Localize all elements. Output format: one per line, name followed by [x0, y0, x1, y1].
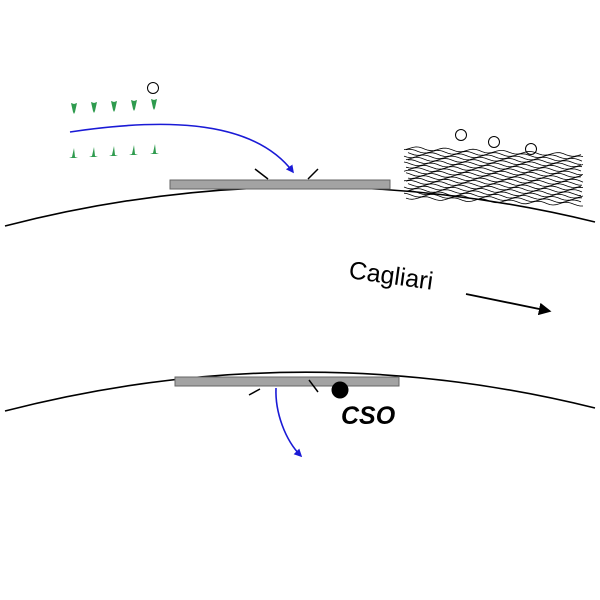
outflow-arrow [275, 387, 303, 458]
cso-marker-icon [331, 381, 349, 399]
direction-arrow [465, 293, 552, 316]
wave-line [407, 152, 583, 162]
grass-tuft-icon [151, 99, 157, 110]
bubble-icon [488, 136, 500, 148]
grass-tuft-icon [71, 103, 77, 114]
bottom-ground-curve [4, 371, 596, 412]
cso-label: CSO [341, 402, 396, 430]
wave-line [405, 188, 584, 199]
wave-line [405, 148, 584, 160]
wave-lines-icon [403, 146, 584, 207]
bubble-icon [147, 82, 159, 94]
wave-line [407, 175, 583, 186]
wave-line [407, 159, 583, 170]
grass-tuft-icon [150, 144, 159, 154]
wave-line [403, 169, 582, 180]
grass-field [69, 99, 159, 158]
top-left-spike [254, 168, 269, 180]
wave-line [405, 172, 584, 183]
grass-tuft-icon [109, 146, 118, 156]
city-label: Cagliari [347, 256, 435, 296]
bottom-right-spike [308, 379, 319, 393]
wave-line [403, 146, 582, 157]
wave-line [405, 164, 584, 176]
wave-line [405, 180, 584, 191]
grass-row-lower [69, 144, 159, 158]
grass-tuft-icon [129, 145, 138, 155]
wave-line [405, 157, 584, 168]
bottom-left-spike [248, 388, 261, 396]
wave-line [407, 190, 583, 201]
wave-line [405, 196, 583, 207]
wave-line [403, 154, 582, 165]
grass-tuft-icon [131, 100, 137, 111]
wave-line [403, 177, 582, 188]
bottom-plate [174, 376, 400, 387]
wave-line [403, 161, 582, 172]
grass-row-upper [71, 99, 157, 114]
wave-line [403, 192, 582, 204]
top-plate [169, 179, 391, 190]
wave-line [403, 185, 582, 197]
grass-tuft-icon [91, 102, 97, 113]
bubble-icon [455, 129, 467, 141]
grass-tuft-icon [89, 147, 98, 157]
grass-tuft-icon [111, 101, 117, 112]
grass-tuft-icon [69, 148, 78, 158]
wave-line [407, 183, 583, 193]
top-right-spike [307, 168, 319, 180]
inflow-arrow [69, 123, 294, 174]
wave-line [407, 167, 583, 178]
